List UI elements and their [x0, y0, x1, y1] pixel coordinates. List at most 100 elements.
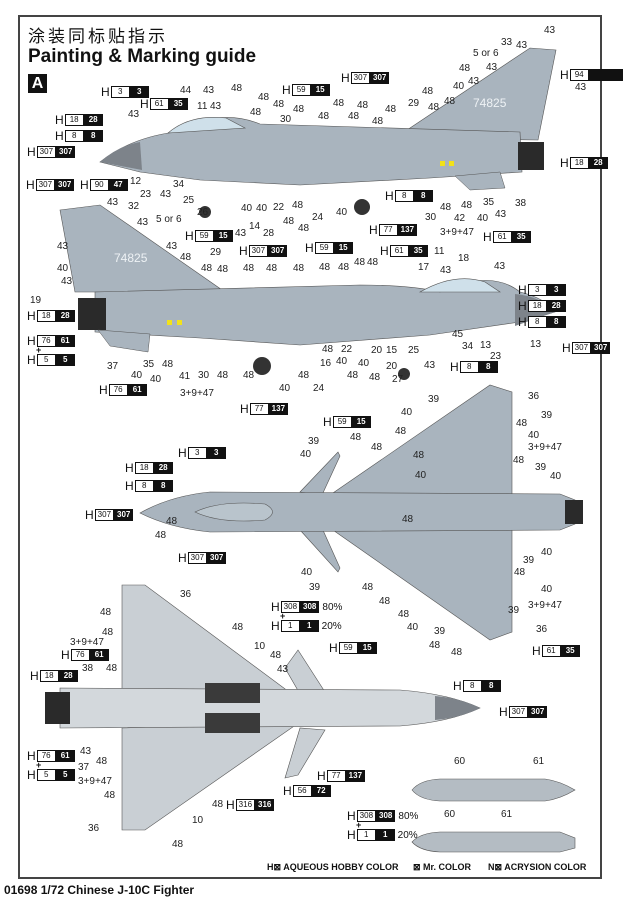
hobby-color-prefix: H [30, 669, 39, 683]
part-number-label: 42 [454, 213, 466, 224]
side-right-main-wheel [253, 357, 271, 375]
mr-color-code: 137 [345, 770, 366, 782]
mr-color-code: 307 [528, 706, 548, 718]
mr-color-code: 15 [357, 642, 377, 654]
mr-color-code: 8 [478, 361, 498, 373]
part-number-label: 30 [198, 370, 210, 381]
mr-color-code: 15 [351, 416, 371, 428]
mix-ratio: 80% [398, 810, 419, 822]
hobby-color-code: 76 [36, 335, 56, 347]
part-number-label: 26 [197, 207, 209, 218]
part-number-label: 3+9+47 [440, 227, 474, 238]
part-number-label: 48 [155, 530, 167, 541]
mr-color-code: 61 [55, 750, 75, 762]
mr-color-code: 137 [268, 403, 289, 415]
part-number-label: 29 [408, 98, 420, 109]
hobby-color-prefix: H [240, 402, 249, 416]
part-number-label: 48 [371, 442, 383, 453]
part-number-label: 48 [250, 107, 262, 118]
part-number-label: 34 [173, 179, 185, 190]
mr-color-code: 308 [300, 601, 320, 613]
part-number-label: 48 [232, 622, 244, 633]
side-right-yellow-marking [177, 320, 182, 325]
mr-color-code: 15 [333, 242, 353, 254]
part-number-label: 40 [279, 383, 291, 394]
part-number-label: 48 [367, 257, 379, 268]
mr-color-code: 137 [397, 224, 418, 236]
hobby-color-prefix: H [317, 769, 326, 783]
hobby-color-prefix: H [385, 189, 394, 203]
drop-tank-lower [411, 831, 576, 853]
part-number-label: 48 [266, 263, 278, 274]
hobby-color-prefix: H [562, 341, 571, 355]
hobby-color-code: 8 [134, 480, 154, 492]
part-number-label: 38 [82, 663, 94, 674]
mr-color-code: 5 [55, 769, 75, 781]
part-number-label: 20 [371, 345, 383, 356]
hobby-color-code: 8 [527, 316, 547, 328]
mr-color-code: 28 [153, 462, 173, 474]
hobby-color-code: 8 [64, 130, 84, 142]
part-number-label: 48 [166, 516, 178, 527]
mr-color-code: 28 [58, 670, 78, 682]
part-number-label: 48 [104, 790, 116, 801]
hobby-color-code: 307 [571, 342, 592, 354]
part-number-label: 48 [292, 200, 304, 211]
part-number-label: 48 [513, 455, 525, 466]
part-number-label: 22 [341, 344, 353, 355]
part-number-label: 43 [516, 40, 528, 51]
hobby-color-prefix: H [178, 446, 187, 460]
top-wing-upper [329, 384, 513, 506]
part-number-label: 48 [258, 92, 270, 103]
hobby-color-prefix: H [80, 178, 89, 192]
hobby-color-prefix: H [27, 334, 36, 348]
mr-color-code: 61 [55, 335, 75, 347]
side-left-serial: 74825 [473, 96, 507, 110]
part-number-label: 23 [490, 351, 502, 362]
hobby-color-code: 56 [292, 785, 312, 797]
part-number-label: 39 [508, 605, 520, 616]
part-number-label: 48 [372, 116, 384, 127]
mr-color-code: 3 [129, 86, 149, 98]
mr-color-code: 307 [114, 509, 134, 521]
bottom-canard-upper [284, 649, 326, 695]
part-number-label: 17 [418, 262, 430, 273]
mr-color-code: 61 [127, 384, 147, 396]
mr-color-code: 1 [375, 829, 395, 841]
part-number-label: 48 [350, 432, 362, 443]
hobby-color-prefix: H [271, 619, 280, 633]
side-left-nozzle [518, 142, 544, 170]
top-canard-lower [299, 527, 341, 573]
hobby-color-code: 76 [36, 750, 56, 762]
mr-color-code: 308 [376, 810, 396, 822]
mr-color-code: 307 [370, 72, 390, 84]
part-number-label: 43 [203, 85, 215, 96]
part-number-label: 40 [401, 407, 413, 418]
hobby-color-code: 18 [134, 462, 154, 474]
hobby-color-prefix: H [518, 299, 527, 313]
